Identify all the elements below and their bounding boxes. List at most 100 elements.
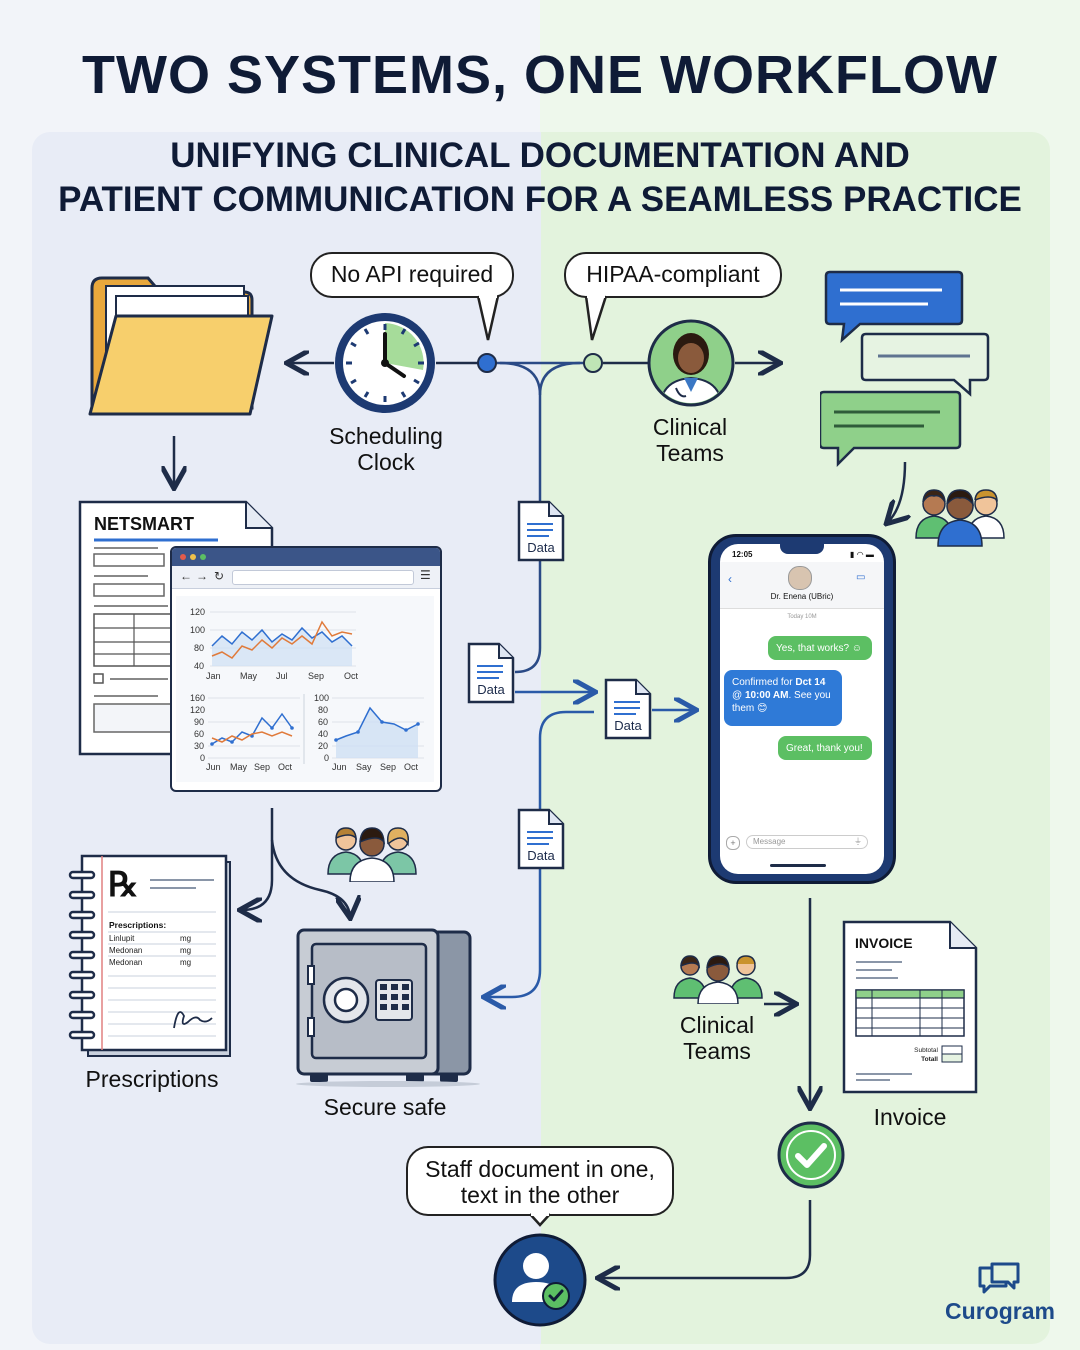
prescription-heading: Prescriptions: [109,920,166,930]
top-chart-xtick-1: Jan [206,671,221,681]
team-icon-top-right [915,489,1005,547]
clinical-bottom-line-1: Clinical [679,1012,755,1038]
message-input[interactable]: Message ⏚ [746,835,868,849]
folder-icon [88,276,274,416]
chat-message-outgoing-2: Great, thank you! [778,736,872,760]
forward-arrow-icon[interactable]: → [196,569,208,583]
br-xtick-2: Say [356,762,372,772]
address-bar[interactable] [232,570,414,585]
browser-toolbar: ← → ↻ ☰ [172,566,440,589]
curogram-brand: Curogram [945,1298,1055,1324]
menu-icon[interactable]: ☰ [420,568,431,582]
back-chevron-icon[interactable]: ‹ [728,572,732,586]
top-chart-ytick-2: 100 [190,625,205,635]
msg2-date: Dct 14 [795,677,826,688]
team-icon-bottom [673,955,763,1004]
staff-callout: Staff document in one, text in the other [406,1146,674,1216]
back-arrow-icon[interactable]: ← [180,569,192,583]
msg2-part-f: them 😊 [732,703,768,714]
bottom-left-chart: 160 120 90 60 30 0 Jun May Sep Oct [190,693,293,772]
home-indicator [770,864,826,867]
msg2-part-e: . See you [788,690,831,701]
clinical-teams-bottom-label: Clinical Teams [644,1012,790,1064]
msg2-part-c: @ [732,690,745,701]
rx-row-1-unit: mg [180,934,191,943]
data-doc-label-3: Data [614,718,642,733]
browser-charts: 120 100 80 40 Jan May Jul Sep Oct 160 12… [176,596,434,782]
mic-icon[interactable]: ⏚ [854,837,862,846]
top-chart-xtick-3: Jul [276,671,288,681]
window-close-dot[interactable] [180,554,186,560]
data-doc-icon-1: Data [517,500,565,562]
rx-symbol: ℞ [108,865,138,905]
invoice-total: Totall [921,1056,938,1063]
clinical-top-line-2: Teams [656,440,724,466]
data-doc-icon-4: Data [517,808,565,870]
msg2-part-a: Confirmed for [732,677,796,688]
secure-safe-icon [296,928,480,1087]
hipaa-text: HIPAA-compliant [586,261,760,287]
clinical-bottom-line-2: Teams [683,1038,751,1064]
br-xtick-1: Jun [332,762,347,772]
chat-message-incoming-1: Confirmed for Dct 14 @ 10:00 AM. See you… [724,670,842,726]
curogram-logo-icon [978,1262,1020,1294]
chat-message-1-text: Yes, that works? ☺ [776,643,862,654]
scheduling-clock-label: Scheduling Clock [300,423,472,475]
chat-header: ‹ Dr. Enena (UBric) ▭ [720,562,884,609]
rx-row-1-name: Linlupit [109,934,135,943]
no-api-callout: No API required [310,252,514,298]
data-doc-icon-3: Data [604,678,652,740]
invoice-title: INVOICE [855,935,913,951]
top-chart-ytick-3: 80 [194,643,204,653]
br-ytick-3: 60 [318,717,328,727]
bl-ytick-5: 30 [194,741,204,751]
subtitle-line-2: PATIENT COMMUNICATION FOR A SEAMLESS PRA… [58,180,1022,219]
clinical-teams-top-label: Clinical Teams [616,414,764,466]
prescription-notepad: ℞ Prescriptions: Linlupit mg Medonan mg … [68,854,231,1057]
rx-row-3-name: Medonan [109,958,142,967]
bl-xtick-4: Oct [278,762,293,772]
bl-ytick-4: 60 [194,729,204,739]
invoice-document: INVOICE Subtotal Totall [842,920,978,1094]
chat-message-outgoing-1: Yes, that works? ☺ [768,636,872,660]
window-minimize-dot[interactable] [190,554,196,560]
chat-message-3-text: Great, thank you! [786,743,863,754]
top-chart: 120 100 80 40 Jan May Jul Sep Oct [190,607,359,681]
phone-status-icons: ▮ ◠ ▬ [850,550,874,559]
rx-row-2-unit: mg [180,946,191,955]
msg2-time: 10:00 AM [744,690,789,701]
invoice-label: Invoice [873,1104,947,1130]
attach-plus-icon[interactable]: + [726,836,740,850]
contact-avatar[interactable] [788,566,812,590]
invoice-subtotal: Subtotal [914,1047,938,1054]
br-ytick-2: 80 [318,705,328,715]
data-doc-label-2: Data [477,682,505,697]
signature-mark [173,1011,213,1029]
checkmark-icon [777,1121,845,1189]
rx-row-2-name: Medonan [109,946,142,955]
scheduling-label-line-2: Clock [357,449,415,475]
reload-icon[interactable]: ↻ [214,569,225,583]
browser-titlebar [172,548,440,566]
window-maximize-dot[interactable] [200,554,206,560]
chat-day-stamp: Today 10M [787,614,817,620]
message-placeholder: Message [753,837,786,846]
br-ytick-6: 0 [324,753,329,763]
video-call-icon[interactable]: ▭ [856,572,866,583]
hipaa-callout: HIPAA-compliant [564,252,782,298]
bl-ytick-6: 0 [200,753,205,763]
staff-callout-line-2: text in the other [460,1182,620,1208]
verified-user-icon [493,1233,587,1327]
staff-callout-line-1: Staff document in one, [425,1156,655,1182]
secure-safe-label: Secure safe [323,1094,447,1120]
page-title: TWO SYSTEMS, ONE WORKFLOW [82,45,998,105]
bottom-right-chart: 100 80 60 40 20 0 Jun Say Sep Oct [314,693,419,772]
top-chart-xtick-4: Sep [308,671,324,681]
bl-xtick-2: May [230,762,248,772]
contact-name: Dr. Enena (UBric) [770,592,834,601]
br-ytick-1: 100 [314,693,329,703]
phone-notch [780,544,824,554]
hipaa-callout-tail [584,294,608,341]
br-ytick-4: 40 [318,729,328,739]
clinical-top-line-1: Clinical [652,414,728,440]
